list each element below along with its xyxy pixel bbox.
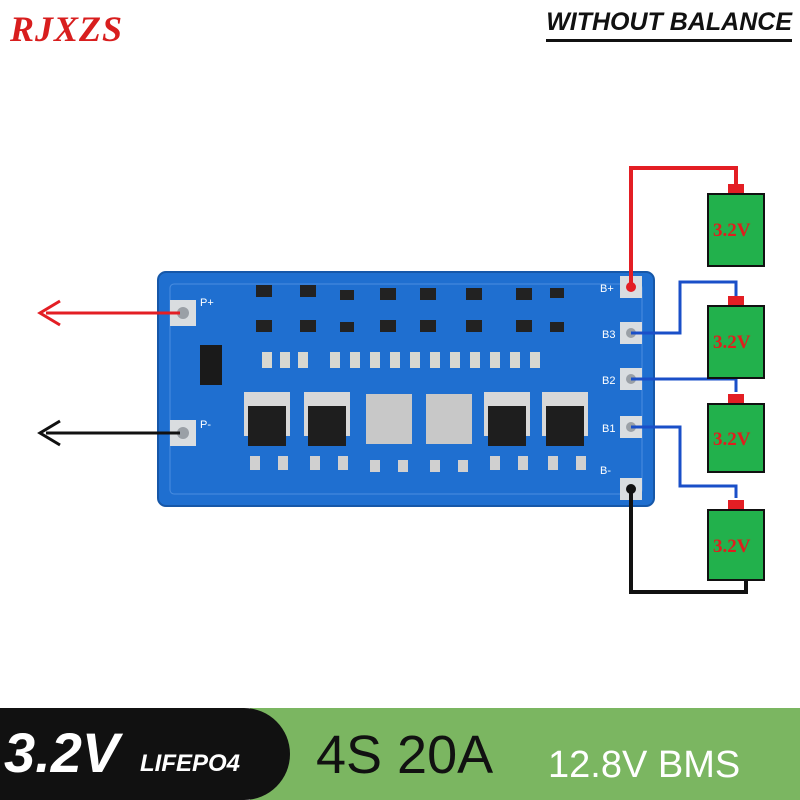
mosfet-legs [250,456,586,472]
p-plus-arrow [37,299,180,327]
battery-cell-3: 3.2V [707,394,765,473]
cell-4-voltage: 3.2V [713,536,751,557]
battery-cell-2: 3.2V [707,296,765,379]
p-minus-arrow [37,419,180,447]
banner-black-band: 3.2V LIFEPO4 [0,708,290,800]
pad-label-b2: B2 [602,375,615,387]
pad-label-b3: B3 [602,329,615,341]
banner-system: 12.8V BMS [548,744,741,786]
pad-label-b-minus: B- [600,465,611,477]
jumper-connector [200,345,222,385]
pad-label-p-plus: P+ [200,297,214,309]
negative-wire [629,489,748,594]
balance-wire-b1 [631,425,738,498]
cell-1-voltage: 3.2V [713,220,751,241]
banner-voltage: 3.2V [4,721,120,784]
smd-components [256,285,564,332]
banner-chemistry: LIFEPO4 [140,750,241,777]
mosfet-q4 [542,392,588,446]
product-banner: 3.2V LIFEPO4 4S 20A 12.8V BMS [0,708,800,800]
brand-logo: RJXZS [10,9,124,49]
heat-pad-q15 [426,394,472,444]
heat-pad-q16 [366,394,412,444]
battery-cell-4: 3.2V [707,500,765,581]
pad-label-b-plus: B+ [600,283,614,295]
pad-label-p-minus: P- [200,419,211,431]
mosfet-q3 [484,392,530,446]
positive-wire [629,166,738,287]
mosfet-q1 [244,392,290,446]
tagline: WITHOUT BALANCE [546,8,792,42]
resistor-row [262,352,540,368]
battery-cell-1: 3.2V [707,184,765,267]
banner-config: 4S 20A [316,725,494,785]
battery-pads: B+ B3 B2 B1 B- [600,276,642,500]
cell-2-voltage: 3.2V [713,332,751,353]
bms-illustration: P+ P- [37,166,765,594]
pad-label-b1: B1 [602,423,615,435]
cell-3-voltage: 3.2V [713,429,751,450]
balance-wire-b3 [631,280,738,335]
mosfet-q2 [304,392,350,446]
